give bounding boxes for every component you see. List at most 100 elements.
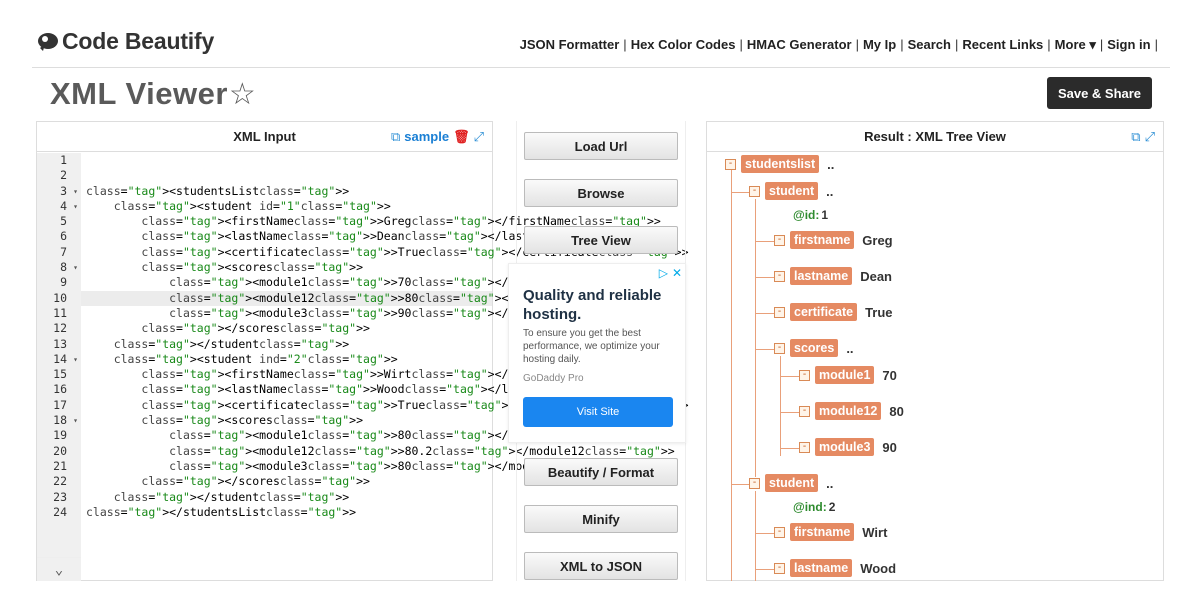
collapse-toggle-icon[interactable]: - [749,185,760,197]
browse-button[interactable]: Browse [524,179,678,207]
code-line[interactable]: class="tag"><module3class="tag">>90class… [169,305,647,320]
collapse-toggle-icon[interactable]: - [725,158,736,170]
code-line[interactable] [86,153,492,168]
tree-node-student[interactable]: - student .. [749,182,833,200]
nav-my-ip[interactable]: My Ip [862,37,897,52]
tree-node-module1[interactable]: - module1 70 [799,366,897,384]
code-line[interactable]: class="tag"><module12class="tag">>80clas… [81,290,661,306]
code-line[interactable]: class="tag"></studentclass="tag">> [113,336,350,351]
code-line[interactable]: class="tag"><certificateclass="tag">>Tru… [141,244,689,259]
code-line[interactable]: class="tag"><lastNameclass="tag">>Woodcl… [141,382,647,397]
code-line[interactable]: class="tag"></scoresclass="tag">> [141,321,370,336]
fold-toggle-icon[interactable]: ▾ [73,416,78,426]
fold-toggle-icon[interactable]: ▾ [73,354,78,364]
code-line[interactable]: class="tag"><module1class="tag">>70class… [169,275,647,290]
ad-headline[interactable]: Quality and reliable hosting. [523,287,662,323]
copy-icon[interactable]: ⧉ [1131,129,1141,144]
sample-link[interactable]: sample [404,129,450,144]
nav-separator: | [900,37,904,52]
star-icon[interactable]: ☆ [228,77,257,111]
nav-search[interactable]: Search [907,37,951,52]
expand-icon[interactable]: ⤢ [1144,129,1155,144]
tree-node-module3[interactable]: - module3 90 [799,438,897,456]
tree-node-firstname[interactable]: - firstname Greg [774,231,893,249]
line-number: 14▾ [53,351,78,366]
code-line[interactable]: class="tag"><firstNameclass="tag">>Wirtc… [141,367,660,382]
code-line[interactable]: class="tag"></studentclass="tag">> [113,489,350,504]
fold-toggle-icon[interactable]: ▾ [73,263,78,273]
save-share-button[interactable]: Save & Share [1047,77,1152,109]
site-header: Code Beautify JSON Formatter | Hex Color … [32,22,1170,68]
code-line[interactable]: class="tag"><module1class="tag">>80class… [169,428,647,443]
nav-json-formatter[interactable]: JSON Formatter [519,37,620,52]
collapse-toggle-icon[interactable]: - [774,562,785,574]
tree-node-lastname[interactable]: - lastname Dean [774,267,892,285]
collapse-toggle-icon[interactable]: - [799,405,810,417]
code-line[interactable]: class="tag"><scoresclass="tag">> [141,260,364,275]
tree-connector [755,533,775,534]
tree-connector [755,241,775,242]
result-header: Result : XML Tree View ⧉ ⤢ [707,122,1163,152]
action-column: Load Url Browse Tree View Beautify / For… [516,121,686,581]
code-line[interactable]: class="tag"><certificateclass="tag">>Tru… [141,397,688,412]
xml-to-json-button[interactable]: XML to JSON [524,552,678,580]
nav-more-dropdown[interactable]: More ▾ [1054,37,1096,52]
tree-node-module12[interactable]: - module12 80 [799,402,904,420]
code-line[interactable]: class="tag"><module3class="tag">>80class… [169,458,647,473]
nav-recent-links[interactable]: Recent Links [962,37,1044,52]
collapse-toggle-icon[interactable]: - [749,477,760,489]
line-number: 15 [53,367,67,382]
code-line[interactable]: class="tag"><module12class="tag">>80.2cl… [169,443,675,458]
code-line[interactable]: class="tag"><firstNameclass="tag">>Gregc… [141,214,661,229]
fold-toggle-icon[interactable]: ▾ [73,186,78,196]
code-line[interactable]: class="tag"></scoresclass="tag">> [141,474,370,489]
collapse-toggle-icon[interactable]: - [774,234,785,246]
code-line[interactable]: class="tag"><studentsListclass="tag">> [86,183,350,198]
xml-input-title: XML Input [233,129,296,144]
close-icon[interactable]: ✕ [671,266,682,280]
beautify-format-button[interactable]: Beautify / Format [524,458,678,486]
visit-site-button[interactable]: Visit Site [523,397,673,427]
chevron-down-icon[interactable]: ⌄ [37,557,81,581]
tree-node-scores[interactable]: - scores .. [774,339,854,357]
minify-button[interactable]: Minify [524,505,678,533]
code-area[interactable]: class="tag"><studentsListclass="tag">> c… [81,153,689,520]
nav-sign-in[interactable]: Sign in [1107,37,1151,52]
nav-separator: | [954,37,959,52]
collapse-toggle-icon[interactable]: - [799,441,810,453]
collapse-toggle-icon[interactable]: - [774,526,785,538]
tree-node-studentslist[interactable]: - studentslist .. [725,155,834,173]
collapse-toggle-icon[interactable]: - [799,369,810,381]
load-url-button[interactable]: Load Url [524,132,678,160]
fold-toggle-icon[interactable]: ▾ [73,201,78,211]
code-line[interactable]: class="tag"></studentsListclass="tag">> [86,504,357,519]
tree-connector [755,349,775,350]
tree-connector [731,484,749,485]
advertisement[interactable]: ▷ ✕ Quality and reliable hosting. To ens… [508,263,686,443]
collapse-toggle-icon[interactable]: - [774,342,785,354]
page-title-text: XML Viewer [50,76,228,111]
nav-hmac-generator[interactable]: HMAC Generator [746,37,852,52]
tree-view-button[interactable]: Tree View [524,226,678,254]
collapse-toggle-icon[interactable]: - [774,270,785,282]
code-line[interactable]: class="tag"><student ind="2"class="tag">… [113,351,398,366]
adchoices-icon[interactable]: ▷ [658,266,668,280]
tree-node-firstname[interactable]: - firstname Wirt [774,523,887,541]
tree-node-certificate[interactable]: - certificate True [774,303,893,321]
collapse-toggle-icon[interactable]: - [774,306,785,318]
tree-node-lastname[interactable]: - lastname Wood [774,559,896,577]
code-line[interactable]: class="tag"><student id="1"class="tag">> [113,198,391,213]
copy-icon[interactable]: ⧉ [390,129,401,144]
code-line[interactable] [86,168,492,183]
result-title: Result : XML Tree View [864,129,1006,144]
expand-icon[interactable]: ⤢ [473,129,484,144]
trash-icon[interactable]: 🗑 [453,129,470,144]
nav-hex-color-codes[interactable]: Hex Color Codes [630,37,736,52]
line-number: 11 [53,305,67,320]
code-line[interactable]: class="tag"><scoresclass="tag">> [141,413,364,428]
code-line[interactable]: class="tag"><lastNameclass="tag">>Deancl… [141,229,647,244]
tree-node-student[interactable]: - student .. [749,474,833,492]
site-logo[interactable]: Code Beautify [36,28,214,55]
